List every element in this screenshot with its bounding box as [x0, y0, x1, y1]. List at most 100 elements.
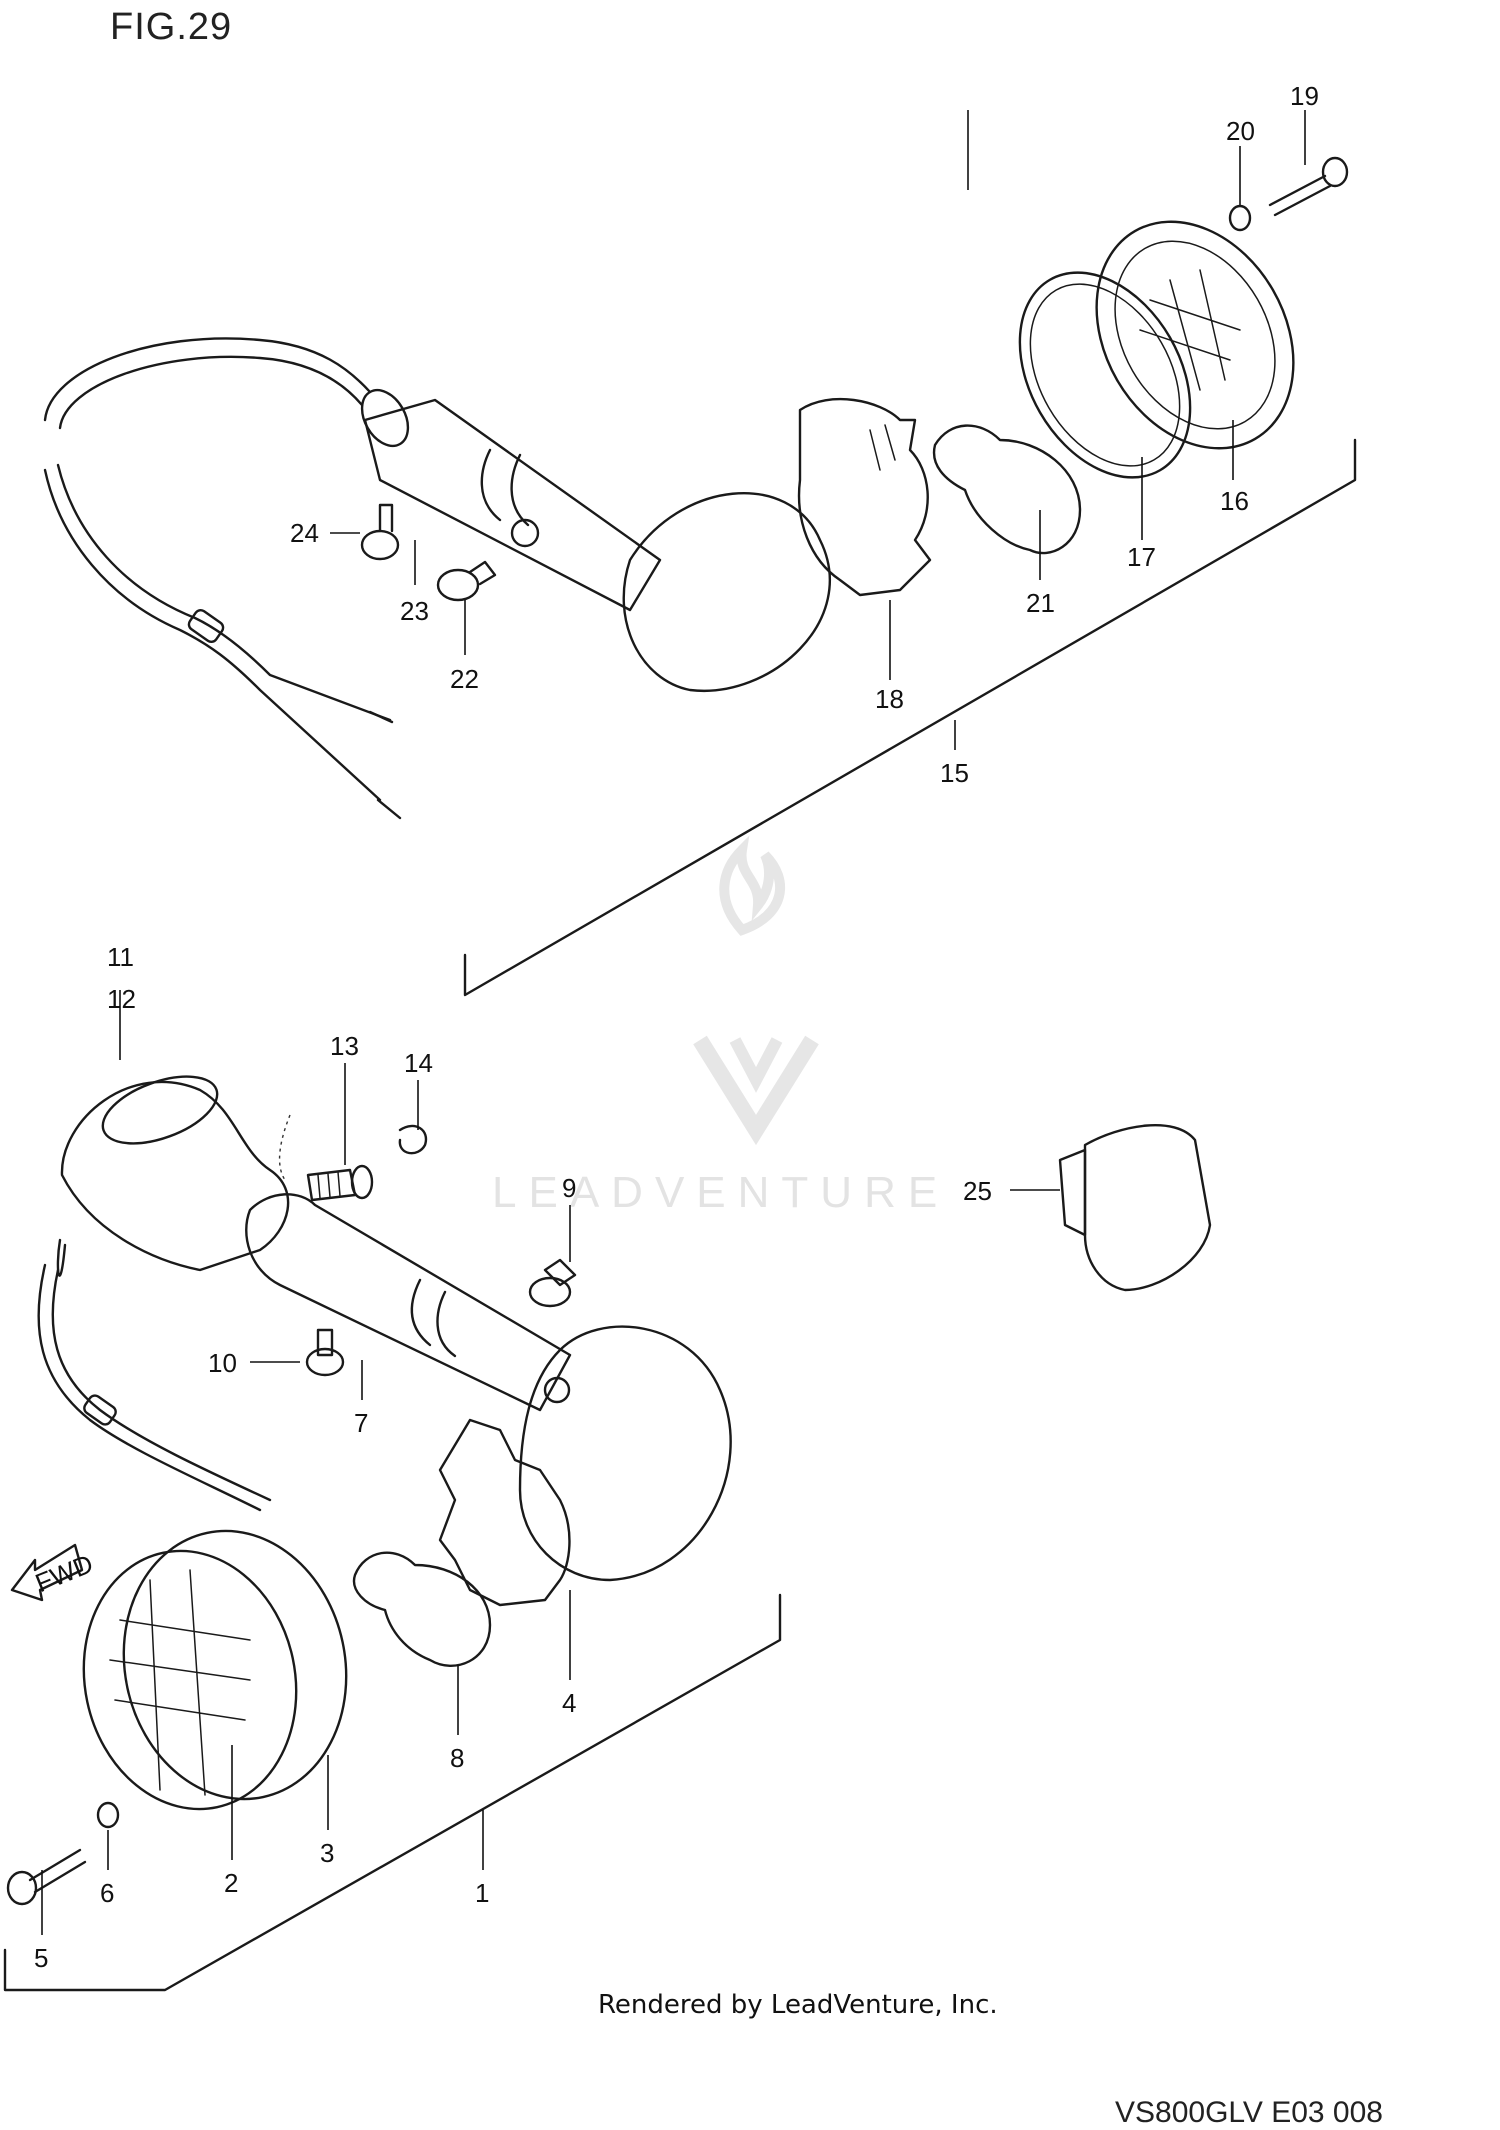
front-bulb — [352, 1551, 492, 1667]
callout-11: 11 — [107, 942, 134, 972]
front-lead-wire — [37, 1263, 262, 1512]
rear-lens-inner — [1114, 240, 1276, 430]
front-cable-stub — [56, 1238, 67, 1277]
relay-terminal-block — [1058, 1148, 1087, 1237]
callout-23: 23 — [400, 596, 429, 626]
front-mount-bracket — [60, 1080, 290, 1272]
callout-8: 8 — [450, 1743, 464, 1773]
callout-15: 15 — [940, 758, 969, 788]
callout-5: 5 — [34, 1943, 48, 1973]
rear-lens-gasket-inner — [1029, 283, 1181, 467]
rear-stem-tube — [363, 398, 662, 612]
callout-2: 2 — [224, 1868, 238, 1898]
front-housing-bolt-hole — [543, 1376, 571, 1404]
callout-12: 12 — [107, 984, 136, 1014]
callout-24: 24 — [290, 518, 319, 548]
upper-cable — [43, 337, 372, 422]
front-screw-10-head — [305, 1347, 345, 1377]
front-lens-pattern — [109, 1569, 251, 1796]
fwd-arrow-label: FWD — [31, 1548, 97, 1598]
front-clip-14 — [398, 1124, 428, 1155]
callout-13: 13 — [330, 1031, 359, 1061]
leadventure-watermark: LEADVENTURE — [492, 835, 949, 1217]
front-screw-9 — [543, 1258, 577, 1287]
front-lens-screw-head — [6, 1870, 38, 1906]
stem-bolt-hole — [510, 518, 540, 548]
rear-lens — [1095, 220, 1295, 450]
fwd-direction-arrow: FWD — [10, 1543, 97, 1602]
rear-lens-gasket — [1018, 271, 1192, 479]
front-lamp-housing — [518, 1325, 732, 1582]
upper-wire-terminals — [368, 710, 402, 820]
turn-signal-relay — [1058, 1123, 1212, 1292]
assembly-1-bracket — [3, 1593, 782, 1992]
mount-screw-guide — [278, 1114, 291, 1181]
front-lens — [82, 1549, 298, 1811]
front-lens-gasket — [122, 1529, 348, 1801]
callout-19: 19 — [1290, 81, 1319, 111]
upper-lead-wire-2 — [56, 463, 392, 722]
rear-bulb — [932, 424, 1082, 555]
rear-lens-washer — [1228, 204, 1252, 232]
upper-wire-connector — [187, 608, 225, 644]
callout-1: 1 — [475, 1878, 489, 1908]
rear-screw-24-shank — [378, 503, 394, 533]
rear-lens-screw-shank — [1268, 174, 1332, 217]
front-screw-9-head — [528, 1276, 572, 1308]
rear-lamp-housing — [622, 492, 832, 693]
callout-16: 16 — [1220, 486, 1249, 516]
front-turn-signal-assembly — [3, 1075, 782, 1992]
rear-screw-22-shank — [468, 560, 497, 586]
flame-logo-icon — [693, 835, 819, 1146]
relay-body — [1083, 1123, 1212, 1292]
callout-6: 6 — [100, 1878, 114, 1908]
fwd-arrow-icon — [10, 1543, 84, 1602]
callout-25: 25 — [963, 1176, 992, 1206]
callout-21: 21 — [1026, 588, 1055, 618]
callout-10: 10 — [208, 1348, 237, 1378]
callout-17: 17 — [1127, 542, 1156, 572]
upper-lead-wire — [43, 468, 382, 802]
callout-9: 9 — [562, 1173, 576, 1203]
figure-title: FIG.29 — [110, 6, 233, 48]
front-stem-collar — [410, 1278, 432, 1347]
front-lens-screw-shank — [28, 1848, 87, 1894]
rendered-by-footer: Rendered by LeadVenture, Inc. — [598, 1990, 998, 2020]
front-screw-13-thread — [317, 1171, 341, 1199]
front-screw-13-head — [350, 1164, 374, 1200]
callout-4: 4 — [562, 1688, 576, 1718]
upper-cable-outer — [58, 355, 364, 430]
stem-collar-line-2 — [510, 453, 530, 527]
front-socket-bracket — [438, 1418, 571, 1607]
callout-20: 20 — [1226, 116, 1255, 146]
rear-screw-22 — [436, 568, 480, 602]
rear-lens-screw-head — [1321, 156, 1349, 188]
rear-turn-signal-assembly — [43, 156, 1357, 997]
callout-22: 22 — [450, 664, 479, 694]
callout-numbers: 19 20 16 17 21 18 15 24 23 22 11 12 13 1… — [34, 81, 1319, 1973]
rear-screw-24 — [360, 529, 400, 561]
front-screw-10 — [316, 1328, 334, 1357]
rear-lens-pattern — [1139, 269, 1241, 391]
front-lens-washer — [96, 1801, 120, 1829]
front-screw-13 — [306, 1168, 357, 1202]
stem-collar-line — [480, 448, 502, 522]
front-wire-connector — [83, 1394, 117, 1426]
front-stem-collar-2 — [436, 1290, 457, 1358]
callout-leaders — [41, 110, 1306, 1935]
assembly-15-bracket — [463, 438, 1357, 997]
callout-18: 18 — [875, 684, 904, 714]
callout-3: 3 — [320, 1838, 334, 1868]
front-mount-bracket-hole — [101, 1075, 219, 1145]
front-stem-tube — [245, 1193, 572, 1412]
front-lead-wire-2 — [51, 1268, 272, 1502]
stem-tube-end — [360, 388, 410, 448]
watermark-text: LEADVENTURE — [492, 1168, 949, 1217]
socket-bracket-tabs — [869, 424, 896, 471]
rear-socket-bracket — [797, 397, 932, 597]
callout-7: 7 — [354, 1408, 368, 1438]
drawing-code: VS800GLV E03 008 — [1115, 2096, 1383, 2129]
callout-14: 14 — [404, 1048, 433, 1078]
